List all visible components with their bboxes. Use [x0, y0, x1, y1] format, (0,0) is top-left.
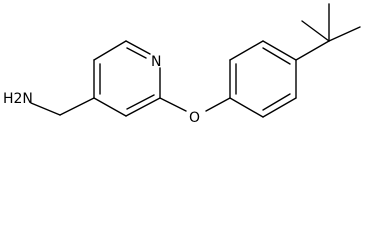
bond-pyridine-c6-c5-inner — [126, 94, 155, 110]
bond-tbutyl-methyl-right — [328, 26, 361, 42]
bond-ring-oxygen — [159, 97, 187, 112]
bond-phenyl-c5-c6 — [262, 97, 297, 118]
bond-phenyl-c5-c6-inner — [262, 93, 291, 111]
chemical-structure-drawing: H2N N O — [3, 3, 361, 126]
bond-phenyl-c3-c4 — [262, 40, 297, 61]
atom-label-ether-oxygen: O — [189, 110, 200, 126]
atom-label-amine: H2N — [3, 91, 33, 107]
bond-phenyl-c6-c1 — [229, 97, 264, 118]
bond-oxygen-phenyl — [205, 97, 231, 112]
bond-ch2-ring — [59, 97, 95, 116]
bond-phenyl-c3-c4-inner — [262, 47, 291, 65]
bond-pyridine-c3-c2 — [93, 40, 127, 61]
bond-nh2-ch2 — [30, 102, 61, 116]
bond-phenyl-c2-c3 — [229, 40, 264, 61]
atom-label-pyridine-nitrogen: N — [151, 54, 161, 70]
bond-tbutyl-methyl-left — [301, 20, 330, 42]
bond-pyridine-c2-n — [125, 40, 151, 55]
bond-phenyl-quaternary-carbon — [295, 40, 330, 61]
bond-pyridine-c5-c4 — [93, 97, 127, 117]
bond-pyridine-c6-c5 — [125, 97, 161, 117]
bond-pyridine-c2-n-inner — [126, 47, 147, 59]
